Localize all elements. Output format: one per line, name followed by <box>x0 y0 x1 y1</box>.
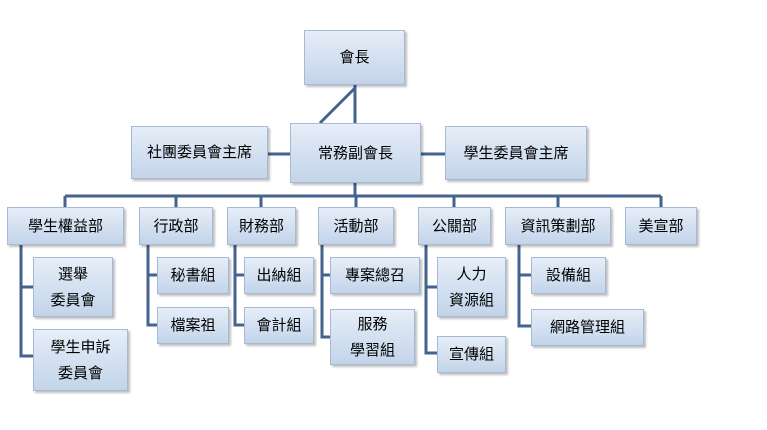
unit-appeal-committee: 學生申訴 委員會 <box>33 329 128 391</box>
unit-accounting-group: 會計組 <box>244 307 314 344</box>
unit-hr-group: 人力 資源組 <box>437 257 506 317</box>
dept-information: 資訊策劃部 <box>505 207 611 245</box>
unit-publicity-group: 宣傳組 <box>437 336 506 373</box>
dept-finance: 財務部 <box>227 207 296 245</box>
unit-secretary-group: 秘書組 <box>157 257 229 294</box>
unit-project-convener: 專案總召 <box>330 257 420 294</box>
executive-vp-box: 常務副會長 <box>290 123 421 183</box>
unit-cashier-group: 出納組 <box>244 257 314 294</box>
dept-activities: 活動部 <box>318 207 394 245</box>
dept-administration: 行政部 <box>139 207 213 245</box>
unit-equipment-group: 設備組 <box>531 257 606 294</box>
dept-public-relations: 公關部 <box>418 207 491 245</box>
dept-student-rights: 學生權益部 <box>7 207 124 245</box>
student-committee-chair-box: 學生委員會主席 <box>445 126 587 180</box>
president-box: 會長 <box>304 30 405 85</box>
unit-election-committee: 選舉 委員會 <box>33 257 113 317</box>
dept-art: 美宣部 <box>625 207 697 245</box>
unit-archive-group: 檔案祖 <box>157 307 229 344</box>
club-committee-chair-box: 社團委員會主席 <box>131 126 268 179</box>
unit-network-group: 網路管理組 <box>531 309 644 346</box>
unit-service-learning: 服務 學習組 <box>330 309 415 365</box>
